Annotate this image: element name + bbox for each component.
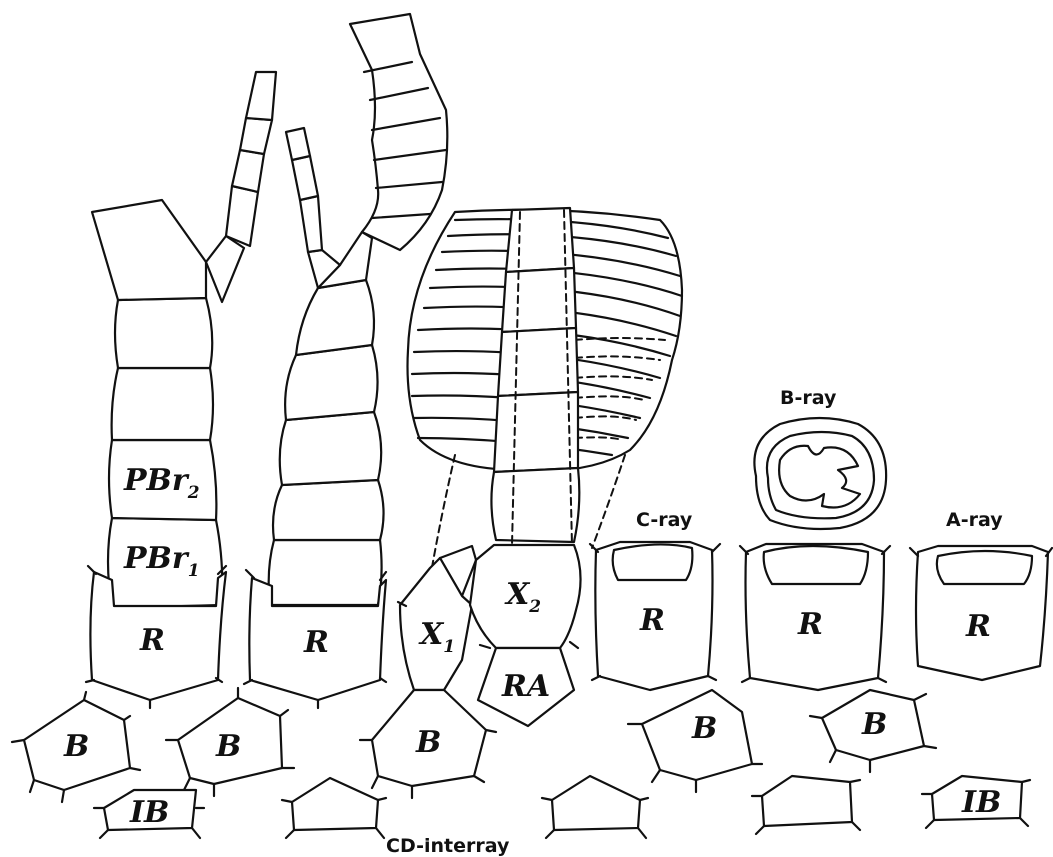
label-radial-b-ray: R [797,607,823,642]
label-c-ray: C-ray [636,509,693,531]
label-b-ray: B-ray [780,387,837,409]
label-a-ray: A-ray [946,509,1003,531]
label-basal-1: B [63,729,89,764]
infrabasal-plates [94,776,1030,838]
label-basal-2: B [215,729,241,764]
label-radial-left: R [139,623,165,658]
label-infrabasal-right: IB [961,785,1001,820]
left-arm [92,72,276,608]
label-basal-4: B [691,711,717,746]
label-basal-3: B [415,725,441,760]
label-cd-interray: CD-interray [386,835,510,857]
label-radial-c-ray: R [639,603,665,638]
label-radial-a-ray: R [965,609,991,644]
label-radial-middle: R [303,625,329,660]
label-radianal: RA [501,669,550,704]
label-infrabasal-left: IB [129,795,169,830]
b-ray-cross-section [754,418,886,529]
label-basal-5: B [861,707,887,742]
